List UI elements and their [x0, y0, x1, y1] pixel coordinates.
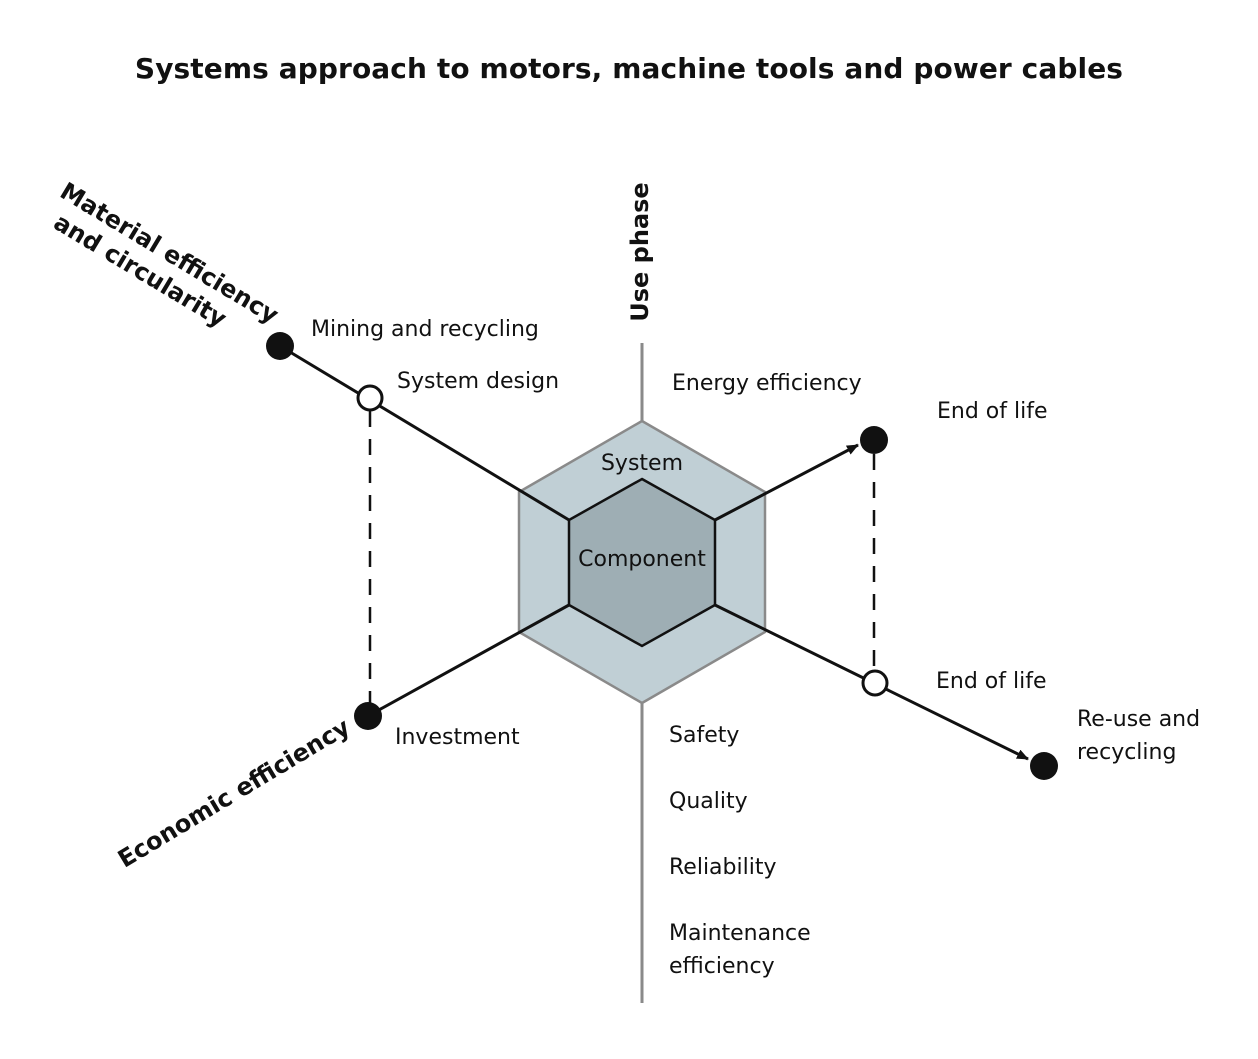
- reliability-label: Reliability: [669, 855, 777, 880]
- end-of-life-top-label: End of life: [937, 399, 1048, 424]
- quality-label: Quality: [669, 789, 748, 814]
- investment-node: [354, 702, 382, 730]
- diagram-title: Systems approach to motors, machine tool…: [134, 52, 1124, 85]
- end-of-life-bottom-node: [861, 669, 889, 697]
- system-label: System: [601, 451, 683, 476]
- component-label: Component: [578, 547, 706, 572]
- maintenance-label-line2: efficiency: [669, 954, 775, 979]
- mining-recycling-node: [266, 332, 294, 360]
- investment-label: Investment: [395, 725, 520, 750]
- mining-recycling-label: Mining and recycling: [311, 317, 539, 342]
- end-of-life-top-arrow: [714, 443, 859, 522]
- energy-efficiency-label: Energy efficiency: [672, 371, 862, 396]
- economic-axis-label: Economic efficiency: [113, 713, 355, 874]
- safety-label: Safety: [669, 723, 739, 748]
- reuse-recycling-node: [1030, 752, 1058, 780]
- end-of-life-bottom-label: End of life: [936, 669, 1047, 694]
- reuse-recycling-label-line2: recycling: [1077, 740, 1176, 765]
- system-design-label: System design: [397, 369, 559, 394]
- reuse-recycling-label-line1: Re-use and: [1077, 707, 1200, 732]
- material-efficiency-line: [279, 344, 570, 522]
- end-of-life-top-node: [860, 426, 888, 454]
- use-phase-axis-label: Use phase: [626, 182, 654, 321]
- economic-efficiency-line: [367, 603, 570, 718]
- system-design-node: [356, 384, 384, 412]
- maintenance-label-line1: Maintenance: [669, 921, 811, 946]
